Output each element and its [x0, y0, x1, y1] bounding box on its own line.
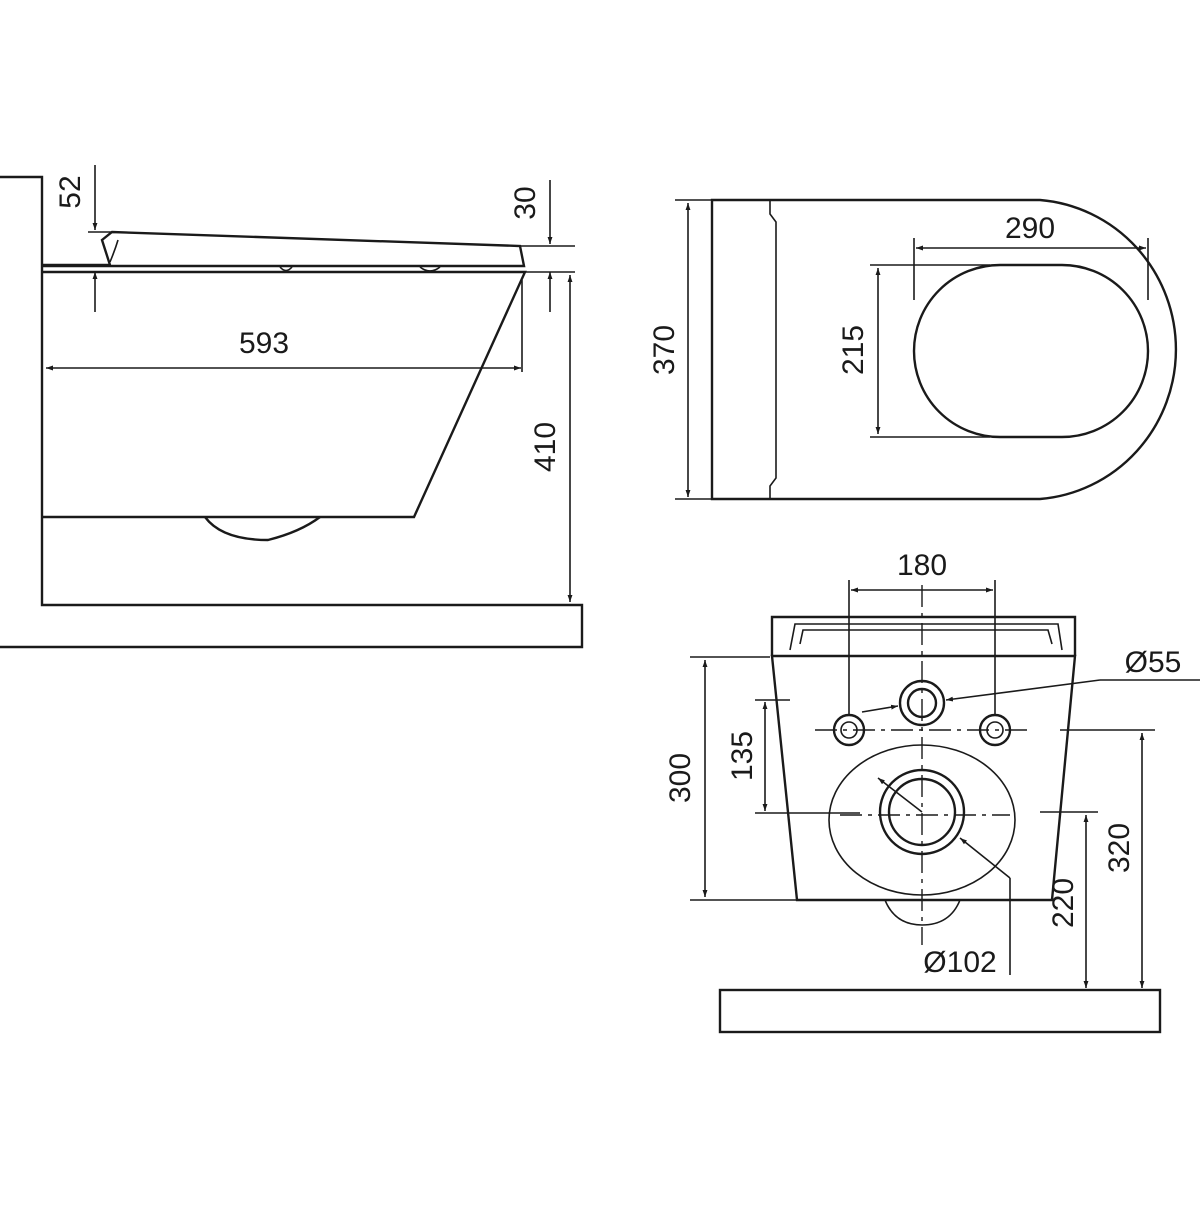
dim-593-label: 593 — [239, 327, 289, 360]
wall-and-floor — [0, 175, 584, 649]
dim-diameter-102: Ø102 — [877, 777, 1011, 979]
front-outlet-inner — [887, 777, 957, 847]
front-inlet-outer — [898, 679, 946, 727]
front-outlet-recess — [828, 744, 1016, 896]
dim-215-label: 215 — [837, 325, 870, 375]
seat-hinge-bump — [279, 266, 441, 272]
dim-215: 215 — [837, 264, 990, 438]
dim-180-label: 180 — [897, 549, 947, 582]
dim-370-label: 370 — [648, 325, 681, 375]
dim-300-label: 300 — [664, 753, 697, 803]
dim-diameter-55-label: Ø55 — [1125, 646, 1182, 679]
front-inlet-inner — [906, 687, 938, 719]
dim-410: 410 — [529, 275, 573, 602]
trap-outline — [204, 516, 321, 542]
dim-370: 370 — [648, 199, 712, 500]
dim-52: 52 — [54, 165, 112, 312]
dim-135: 135 — [726, 699, 860, 814]
top-bowl-opening — [912, 263, 1150, 439]
dim-320: 320 — [1060, 729, 1155, 988]
dim-52-label: 52 — [54, 175, 87, 208]
dim-180: 180 — [848, 549, 996, 715]
top-rim-line — [769, 200, 777, 499]
dim-30: 30 — [509, 180, 575, 312]
side-view: 52 30 593 410 — [0, 165, 584, 649]
dim-220-label: 220 — [1047, 878, 1080, 928]
front-view: 180 Ø55 135 300 Ø102 — [664, 549, 1200, 1034]
seat-edge-curve — [109, 239, 119, 263]
top-outline — [710, 198, 1178, 501]
dim-diameter-102-label: Ø102 — [923, 946, 996, 979]
dim-135-label: 135 — [726, 731, 759, 781]
front-bolt-left-inner — [840, 721, 858, 739]
front-trap — [884, 899, 961, 926]
dim-593: 593 — [46, 280, 523, 372]
toilet-body-outline — [42, 270, 527, 519]
front-seat-inner — [789, 623, 1063, 651]
front-floor — [718, 988, 1162, 1034]
front-outlet-outer — [878, 768, 966, 856]
dim-30-label: 30 — [509, 186, 542, 219]
dim-410-label: 410 — [529, 422, 562, 472]
top-view: 370 290 215 — [648, 198, 1178, 501]
front-body-outline — [770, 654, 1077, 902]
dim-300: 300 — [664, 656, 800, 901]
dim-290-label: 290 — [1005, 212, 1055, 245]
dim-290: 290 — [913, 212, 1149, 300]
front-seat-outline — [770, 615, 1077, 656]
front-bolt-right-inner — [986, 721, 1004, 739]
dim-320-label: 320 — [1103, 823, 1136, 873]
dim-diameter-55: Ø55 — [861, 646, 1200, 713]
dim-220: 220 — [1040, 811, 1098, 988]
